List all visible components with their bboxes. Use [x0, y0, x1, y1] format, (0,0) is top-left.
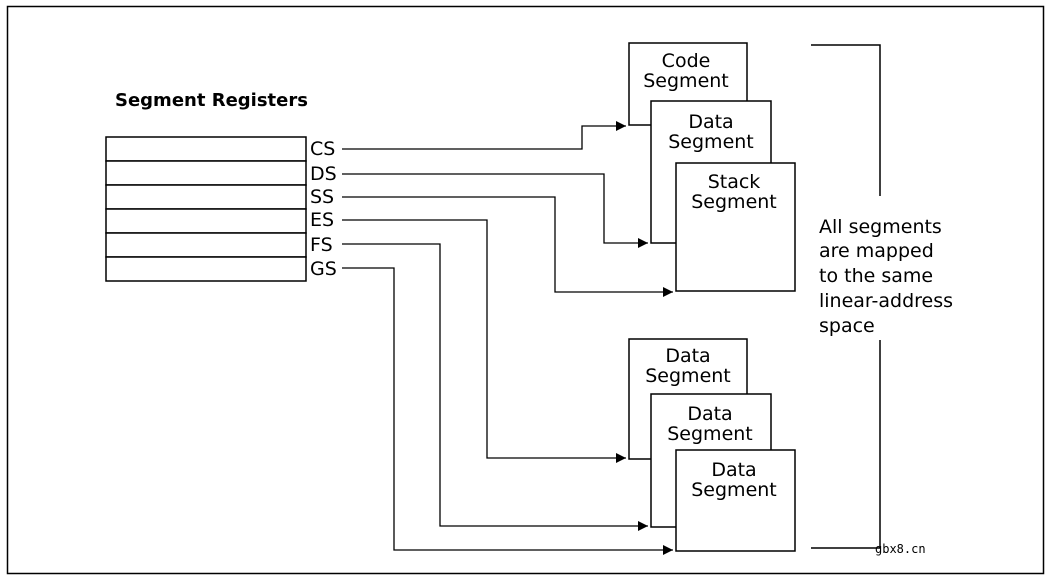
register-label-fs: FS — [310, 234, 333, 256]
linear-address-bracket — [811, 44, 881, 549]
data-segment-upper-label-2: Segment — [668, 131, 754, 153]
data-segment-upper-label-1: Data — [688, 111, 733, 133]
register-row-es — [105, 208, 307, 234]
data-segment-lower-2-label-1: Data — [687, 403, 732, 425]
cs-arrow — [342, 121, 626, 150]
mapping-note-line-2: are mapped — [819, 240, 934, 262]
register-label-cs: CS — [310, 138, 335, 160]
mapping-note-line-3: to the same — [819, 265, 933, 287]
gs-arrow — [342, 267, 673, 555]
register-row-gs — [105, 256, 307, 282]
es-arrow — [342, 219, 626, 463]
data-segment-lower-1-label-1: Data — [665, 345, 710, 367]
register-row-ss — [105, 184, 307, 210]
register-row-ds — [105, 160, 307, 186]
code-segment-label-2: Segment — [643, 70, 729, 92]
figure-border — [6, 5, 1045, 575]
data-segment-lower-3-label-2: Segment — [691, 479, 777, 501]
register-table — [105, 136, 307, 282]
register-row-fs — [105, 232, 307, 258]
upper-segment-stack — [628, 42, 796, 292]
register-row-cs — [105, 136, 307, 162]
data-segment-lower-1-label-2: Segment — [645, 365, 731, 387]
register-label-es: ES — [310, 209, 334, 231]
fs-arrow — [342, 243, 648, 531]
register-label-ds: DS — [310, 163, 337, 185]
watermark: gbx8.cn — [875, 542, 926, 556]
data-segment-box-lower-3 — [675, 449, 796, 552]
stack-segment-box — [675, 162, 796, 292]
stack-segment-label-2: Segment — [691, 191, 777, 213]
data-segment-lower-3-label-1: Data — [711, 459, 756, 481]
code-segment-label-1: Code — [662, 50, 711, 72]
lower-segment-stack — [628, 338, 796, 552]
register-connectors — [342, 121, 673, 555]
ss-arrow — [342, 196, 673, 297]
stack-segment-label-1: Stack — [708, 171, 761, 193]
mapping-note-line-1: All segments — [819, 216, 942, 238]
mapping-note-line-4: linear-address — [819, 290, 953, 312]
register-table-title: Segment Registers — [115, 90, 308, 111]
data-segment-lower-2-label-2: Segment — [667, 423, 753, 445]
register-label-gs: GS — [310, 258, 337, 280]
ds-arrow — [342, 173, 648, 248]
mapping-note-line-5: space — [819, 315, 875, 337]
register-label-ss: SS — [310, 186, 334, 208]
